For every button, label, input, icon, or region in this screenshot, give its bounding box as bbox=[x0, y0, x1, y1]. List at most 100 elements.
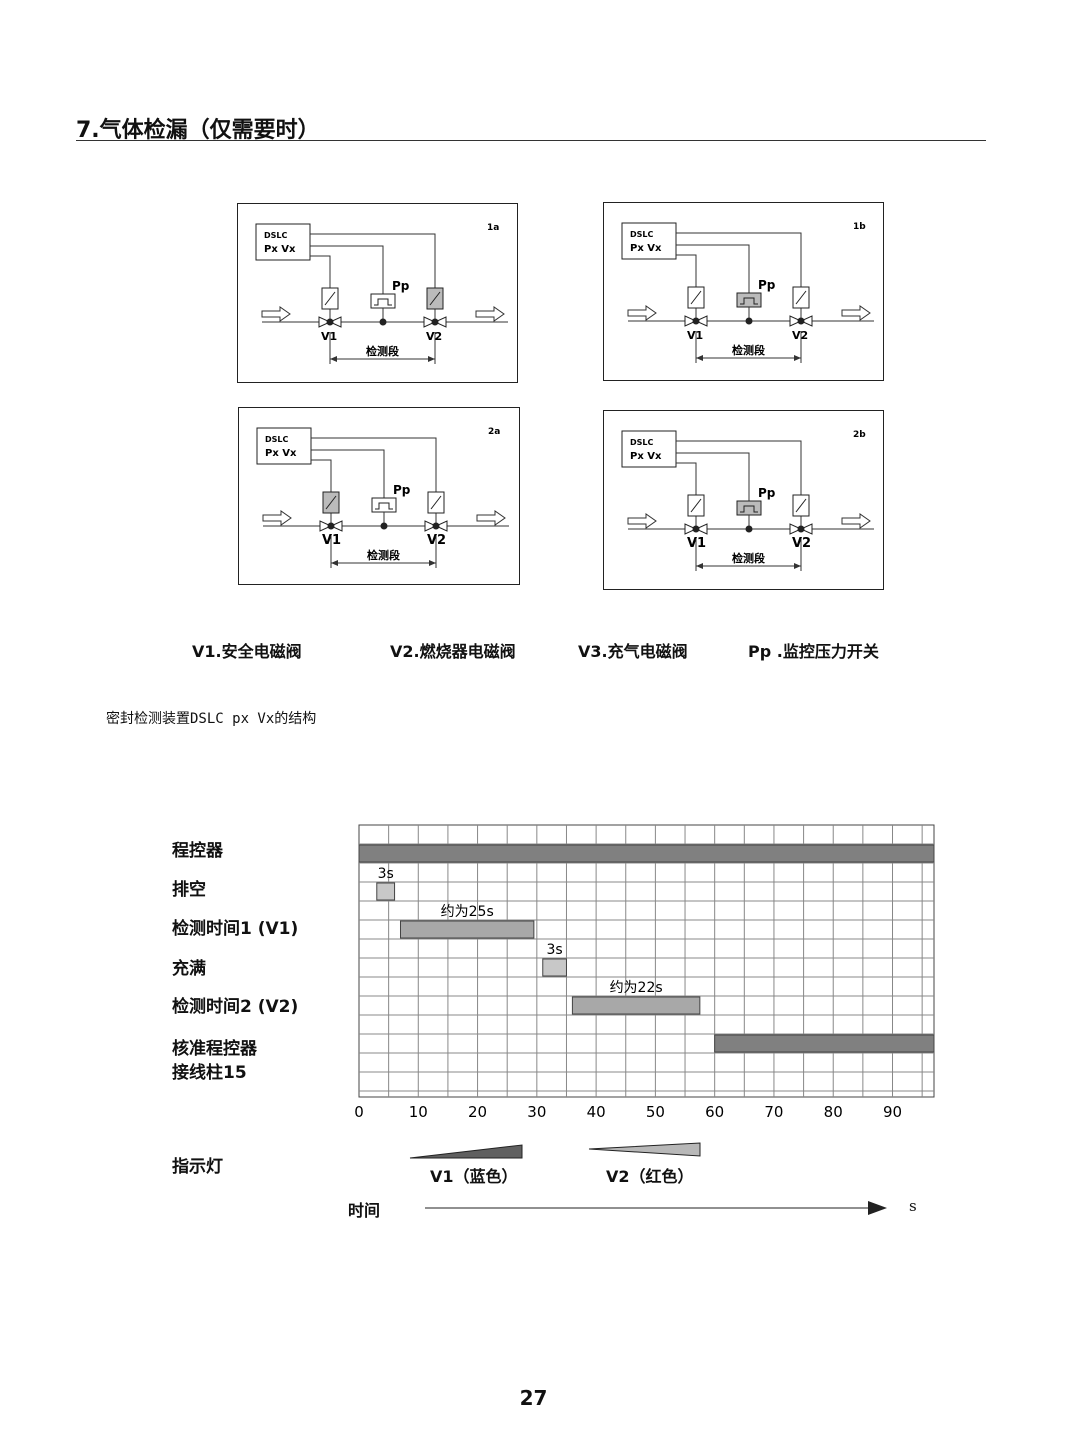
flow-out-arrow-icon bbox=[841, 305, 871, 321]
controller-box bbox=[621, 222, 677, 260]
valve-body-icon bbox=[789, 523, 803, 535]
valve-node bbox=[797, 525, 805, 533]
wire-pp bbox=[310, 245, 384, 294]
time-arrow bbox=[425, 1201, 887, 1215]
valve-body-icon bbox=[799, 315, 813, 327]
timing-row-label: 接线柱15 bbox=[172, 1063, 247, 1083]
v2-label: V2 bbox=[426, 330, 442, 343]
timing-bar bbox=[571, 996, 701, 1015]
timing-row-label: 检测时间2 (V2) bbox=[172, 997, 299, 1017]
v2-label: V2 bbox=[792, 329, 808, 342]
diagram-id: 1a bbox=[487, 223, 499, 233]
x-tick-label: 30 bbox=[527, 1103, 546, 1121]
v1-label: V1 bbox=[322, 533, 341, 548]
legend-v1: V1.安全电磁阀 bbox=[192, 642, 302, 661]
valve-body-icon bbox=[694, 523, 708, 535]
wire-v1 bbox=[311, 459, 332, 492]
switch-symbol bbox=[375, 502, 393, 510]
chart-frame bbox=[358, 824, 935, 1098]
title-divider bbox=[76, 140, 986, 141]
wire-v2 bbox=[676, 440, 802, 495]
page-title: 7.气体检漏（仅需要时） bbox=[76, 118, 320, 143]
bar-duration-label: 3s bbox=[378, 866, 394, 882]
arrow-right-icon bbox=[868, 1201, 887, 1215]
pp-label: Pp bbox=[393, 483, 411, 497]
wire-v1 bbox=[676, 254, 697, 287]
pressure-switch-icon bbox=[736, 292, 762, 308]
wire-pp bbox=[676, 452, 750, 501]
solenoid-slash bbox=[430, 495, 442, 510]
valve-node bbox=[431, 318, 439, 326]
valve-body-icon bbox=[319, 520, 333, 532]
timing-bar bbox=[714, 1034, 935, 1053]
v1-light-ramp-icon bbox=[409, 1144, 523, 1159]
solenoid-slash bbox=[324, 291, 336, 306]
pressure-switch-icon bbox=[371, 497, 397, 513]
x-tick-label: 40 bbox=[587, 1103, 606, 1121]
controller-name: DSLC bbox=[265, 435, 289, 444]
dim-arrow-icon bbox=[428, 356, 435, 362]
bar-duration-label: 3s bbox=[547, 942, 563, 958]
pp-label: Pp bbox=[758, 278, 776, 292]
legend-pp: Pp .监控压力开关 bbox=[748, 642, 879, 661]
pipe-node bbox=[380, 522, 388, 530]
solenoid-slash bbox=[429, 291, 441, 306]
valve-body-icon bbox=[423, 316, 437, 328]
valve-body-icon bbox=[799, 523, 813, 535]
page-number: 27 bbox=[519, 1386, 548, 1410]
timing-bar bbox=[542, 958, 567, 977]
diagram-id: 2a bbox=[488, 427, 500, 437]
valve-node bbox=[326, 318, 334, 326]
dim-arrow-icon bbox=[794, 563, 801, 569]
controller-box bbox=[255, 223, 311, 261]
dim-arrow-icon bbox=[794, 355, 801, 361]
valve-body-icon bbox=[789, 315, 803, 327]
dim-arrow-icon bbox=[696, 563, 703, 569]
solenoid-slash bbox=[325, 495, 337, 510]
flow-out-arrow-icon bbox=[476, 510, 506, 526]
x-tick-label: 80 bbox=[824, 1103, 843, 1121]
controller-name: DSLC bbox=[630, 438, 654, 447]
pressure-switch-icon bbox=[736, 500, 762, 516]
valve-node bbox=[327, 522, 335, 530]
timing-row-label: 排空 bbox=[172, 880, 206, 900]
wire-v2 bbox=[311, 437, 437, 492]
valve-body-icon bbox=[684, 523, 698, 535]
v2-label: V2 bbox=[792, 536, 811, 551]
switch-symbol bbox=[374, 298, 392, 306]
valve-body-icon bbox=[694, 315, 708, 327]
timing-row-label: 检测时间1 (V1) bbox=[172, 919, 299, 939]
dim-arrow-icon bbox=[330, 356, 337, 362]
v2-light-ramp-icon bbox=[588, 1142, 701, 1157]
v1-label: V1 bbox=[321, 330, 337, 343]
dim-arrow-icon bbox=[429, 560, 436, 566]
diagram-id: 2b bbox=[853, 430, 866, 440]
switch-symbol bbox=[740, 505, 758, 513]
valve-body-icon bbox=[318, 316, 332, 328]
flow-in-arrow-icon bbox=[627, 305, 657, 321]
controller-box bbox=[256, 427, 312, 465]
pipe-node bbox=[745, 317, 753, 325]
controller-name: DSLC bbox=[630, 230, 654, 239]
section-label: 检测段 bbox=[732, 551, 765, 565]
x-tick-label: 10 bbox=[409, 1103, 428, 1121]
wire-v2 bbox=[676, 232, 802, 287]
x-tick-label: 0 bbox=[354, 1103, 364, 1121]
x-tick-label: 20 bbox=[468, 1103, 487, 1121]
time-unit: s bbox=[909, 1197, 917, 1215]
x-tick-label: 60 bbox=[705, 1103, 724, 1121]
valve-body-icon bbox=[684, 315, 698, 327]
indicator-label: 指示灯 bbox=[172, 1157, 223, 1177]
wire-v1 bbox=[676, 462, 697, 495]
switch-symbol bbox=[740, 297, 758, 305]
wire-v2 bbox=[310, 233, 436, 288]
solenoid-slash bbox=[690, 290, 702, 305]
timing-row-label: 程控器 bbox=[172, 841, 223, 861]
v1-light-label: V1（蓝色） bbox=[430, 1167, 518, 1186]
